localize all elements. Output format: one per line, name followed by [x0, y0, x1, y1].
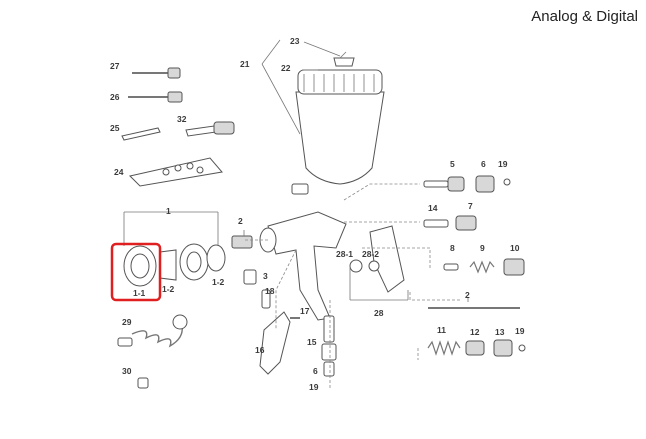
label-2-right: 2	[465, 290, 470, 300]
adjustment-parts	[423, 175, 526, 357]
label-1: 1	[166, 206, 171, 216]
label-21: 21	[240, 59, 250, 69]
label-19-right: 19	[515, 326, 525, 336]
label-28: 28	[374, 308, 384, 318]
dashed-connectors	[244, 183, 460, 390]
label-17: 17	[300, 306, 310, 316]
label-3: 3	[263, 271, 268, 281]
label-28-2: 28-2	[362, 249, 379, 259]
label-19-bottom: 19	[309, 382, 319, 392]
label-10: 10	[510, 243, 520, 253]
label-27: 27	[110, 61, 120, 71]
label-9: 9	[480, 243, 485, 253]
label-22: 22	[281, 63, 291, 73]
label-26: 26	[110, 92, 120, 102]
air-cap-group	[123, 211, 226, 287]
part-labels: 23 21 22 27 26 25 32 24 1 1-1 1-2 1-2 2 …	[110, 36, 525, 392]
label-23: 23	[290, 36, 300, 46]
label-6: 6	[481, 159, 486, 169]
label-29: 29	[122, 317, 132, 327]
label-11: 11	[437, 325, 446, 335]
leader-lines	[243, 230, 469, 302]
label-1-1: 1-1	[133, 288, 146, 298]
label-1-2: 1-2	[162, 284, 175, 294]
label-32: 32	[177, 114, 187, 124]
spray-gun-body	[231, 211, 405, 377]
label-2-top: 2	[238, 216, 243, 226]
label-15: 15	[307, 337, 317, 347]
brand-title: Analog & Digital	[531, 8, 638, 25]
label-12: 12	[470, 327, 480, 337]
label-30: 30	[122, 366, 132, 376]
label-16: 16	[255, 345, 265, 355]
label-28-1: 28-1	[336, 249, 353, 259]
label-13: 13	[495, 327, 505, 337]
label-6-bottom: 6	[313, 366, 318, 376]
label-5: 5	[450, 159, 455, 169]
label-8: 8	[450, 243, 455, 253]
highlight-box	[110, 242, 162, 302]
label-25: 25	[110, 123, 120, 133]
misc-parts	[117, 314, 188, 389]
label-7: 7	[468, 201, 473, 211]
cleaning-tools	[121, 67, 235, 187]
paint-cup-assembly	[261, 39, 385, 195]
label-14: 14	[428, 203, 438, 213]
label-1-2-b: 1-2	[212, 277, 225, 287]
label-18: 18	[265, 286, 275, 296]
label-19-top: 19	[498, 159, 508, 169]
label-24: 24	[114, 167, 124, 177]
